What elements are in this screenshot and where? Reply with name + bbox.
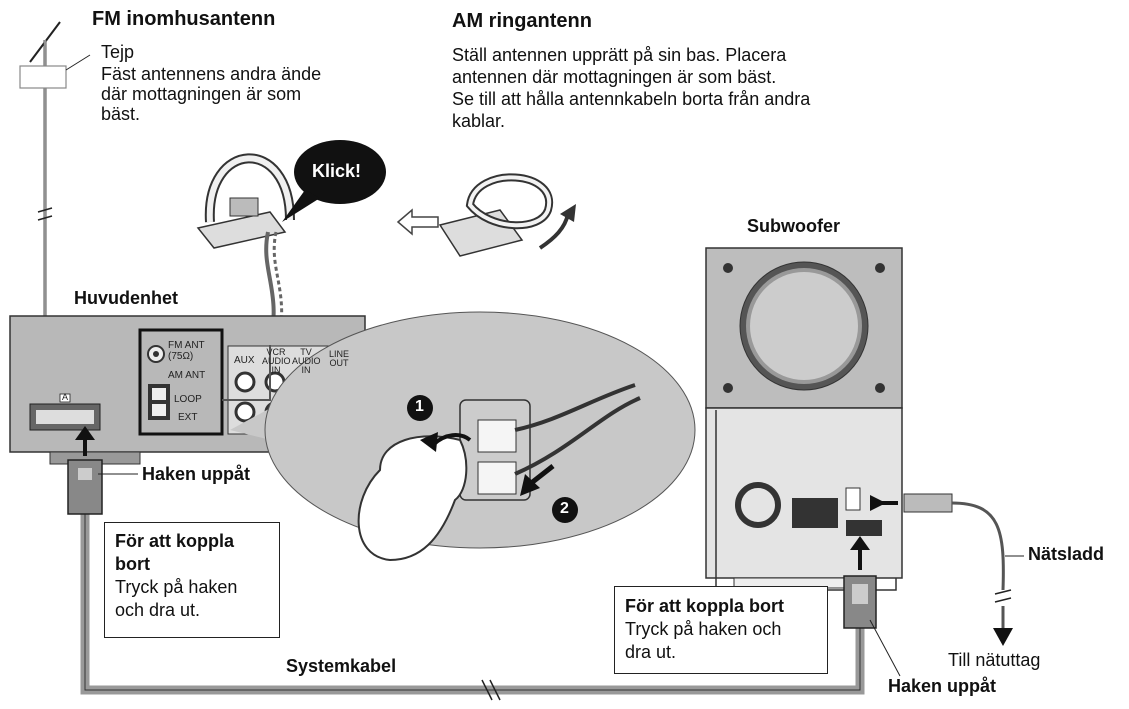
click-bubble xyxy=(282,140,386,222)
disconnect-body-line: Tryck på haken och xyxy=(625,619,782,639)
tape-piece xyxy=(19,65,67,89)
ext-label: EXT xyxy=(178,412,198,423)
hook-up-label-right: Haken uppåt xyxy=(888,676,997,696)
am-antenna-unassembled xyxy=(438,173,576,257)
aux-label: AUX xyxy=(234,355,255,366)
fm-instruction-line: där mottagningen är som xyxy=(101,84,302,104)
am-instruction-line: kablar. xyxy=(452,111,506,131)
fm-instruction-line: bäst. xyxy=(101,104,141,124)
am-ant-label: AM ANT xyxy=(168,370,206,381)
connector-a-label: A xyxy=(62,392,69,402)
am-loop-antenna xyxy=(196,153,295,346)
to-outlet-label: Till nätuttag xyxy=(948,650,1041,670)
click-label: Klick! xyxy=(312,161,362,181)
disconnect-body-line: Tryck på haken xyxy=(115,577,238,597)
step-2-badge: 2 xyxy=(560,500,569,517)
assembly-arrow xyxy=(396,208,439,236)
hook-up-label-left: Haken uppåt xyxy=(142,464,251,484)
system-cable xyxy=(67,426,901,701)
fm-antenna-title: FM inomhusantenn xyxy=(92,8,276,30)
am-antenna-instructions: Ställ antennen upprätt på sin bas. Place… xyxy=(452,44,810,132)
tape-label: Tejp xyxy=(101,42,135,62)
am-instruction-line: antennen där mottagningen är som bäst. xyxy=(452,67,777,87)
disconnect-title-line: bort xyxy=(115,554,150,574)
system-cable-label: Systemkabel xyxy=(286,656,397,676)
fm-instruction-line: Fäst antennens andra ände xyxy=(101,64,322,84)
tv-audio-in-label: TV AUDIO IN xyxy=(292,347,321,375)
am-instruction-line: Ställ antennen upprätt på sin bas. Place… xyxy=(452,45,787,65)
step-1-badge: 1 xyxy=(415,398,424,415)
disconnect-title-line: För att koppla bort xyxy=(625,596,784,616)
subwoofer-label: Subwoofer xyxy=(747,216,840,236)
loop-label: LOOP xyxy=(174,394,202,405)
am-instruction-line: Se till att hålla antennkabeln borta frå… xyxy=(452,89,811,109)
mains-lead xyxy=(870,493,1024,646)
terminal-zoom-detail xyxy=(230,311,696,562)
disconnect-box-left: För att koppla bort Tryck på haken och d… xyxy=(104,522,280,638)
fm-antenna-instructions: Fäst antennens andra ände där mottagning… xyxy=(101,64,321,124)
disconnect-title-line: För att koppla xyxy=(115,531,235,551)
line-out-label: LINE OUT xyxy=(328,349,349,368)
vcr-audio-in-label: VCR AUDIO IN xyxy=(262,347,291,375)
main-unit-label: Huvudenhet xyxy=(74,288,179,308)
subwoofer-unit xyxy=(705,247,903,591)
disconnect-body-line: dra ut. xyxy=(625,642,677,662)
fm-ant-label: FM ANT xyxy=(168,340,205,351)
ohm-label: (75Ω) xyxy=(168,351,194,362)
disconnect-body-line: och dra ut. xyxy=(115,600,201,620)
disconnect-box-right: För att koppla bort Tryck på haken och d… xyxy=(614,586,828,674)
am-antenna-title: AM ringantenn xyxy=(452,10,592,32)
mains-lead-label: Nätsladd xyxy=(1028,544,1105,564)
